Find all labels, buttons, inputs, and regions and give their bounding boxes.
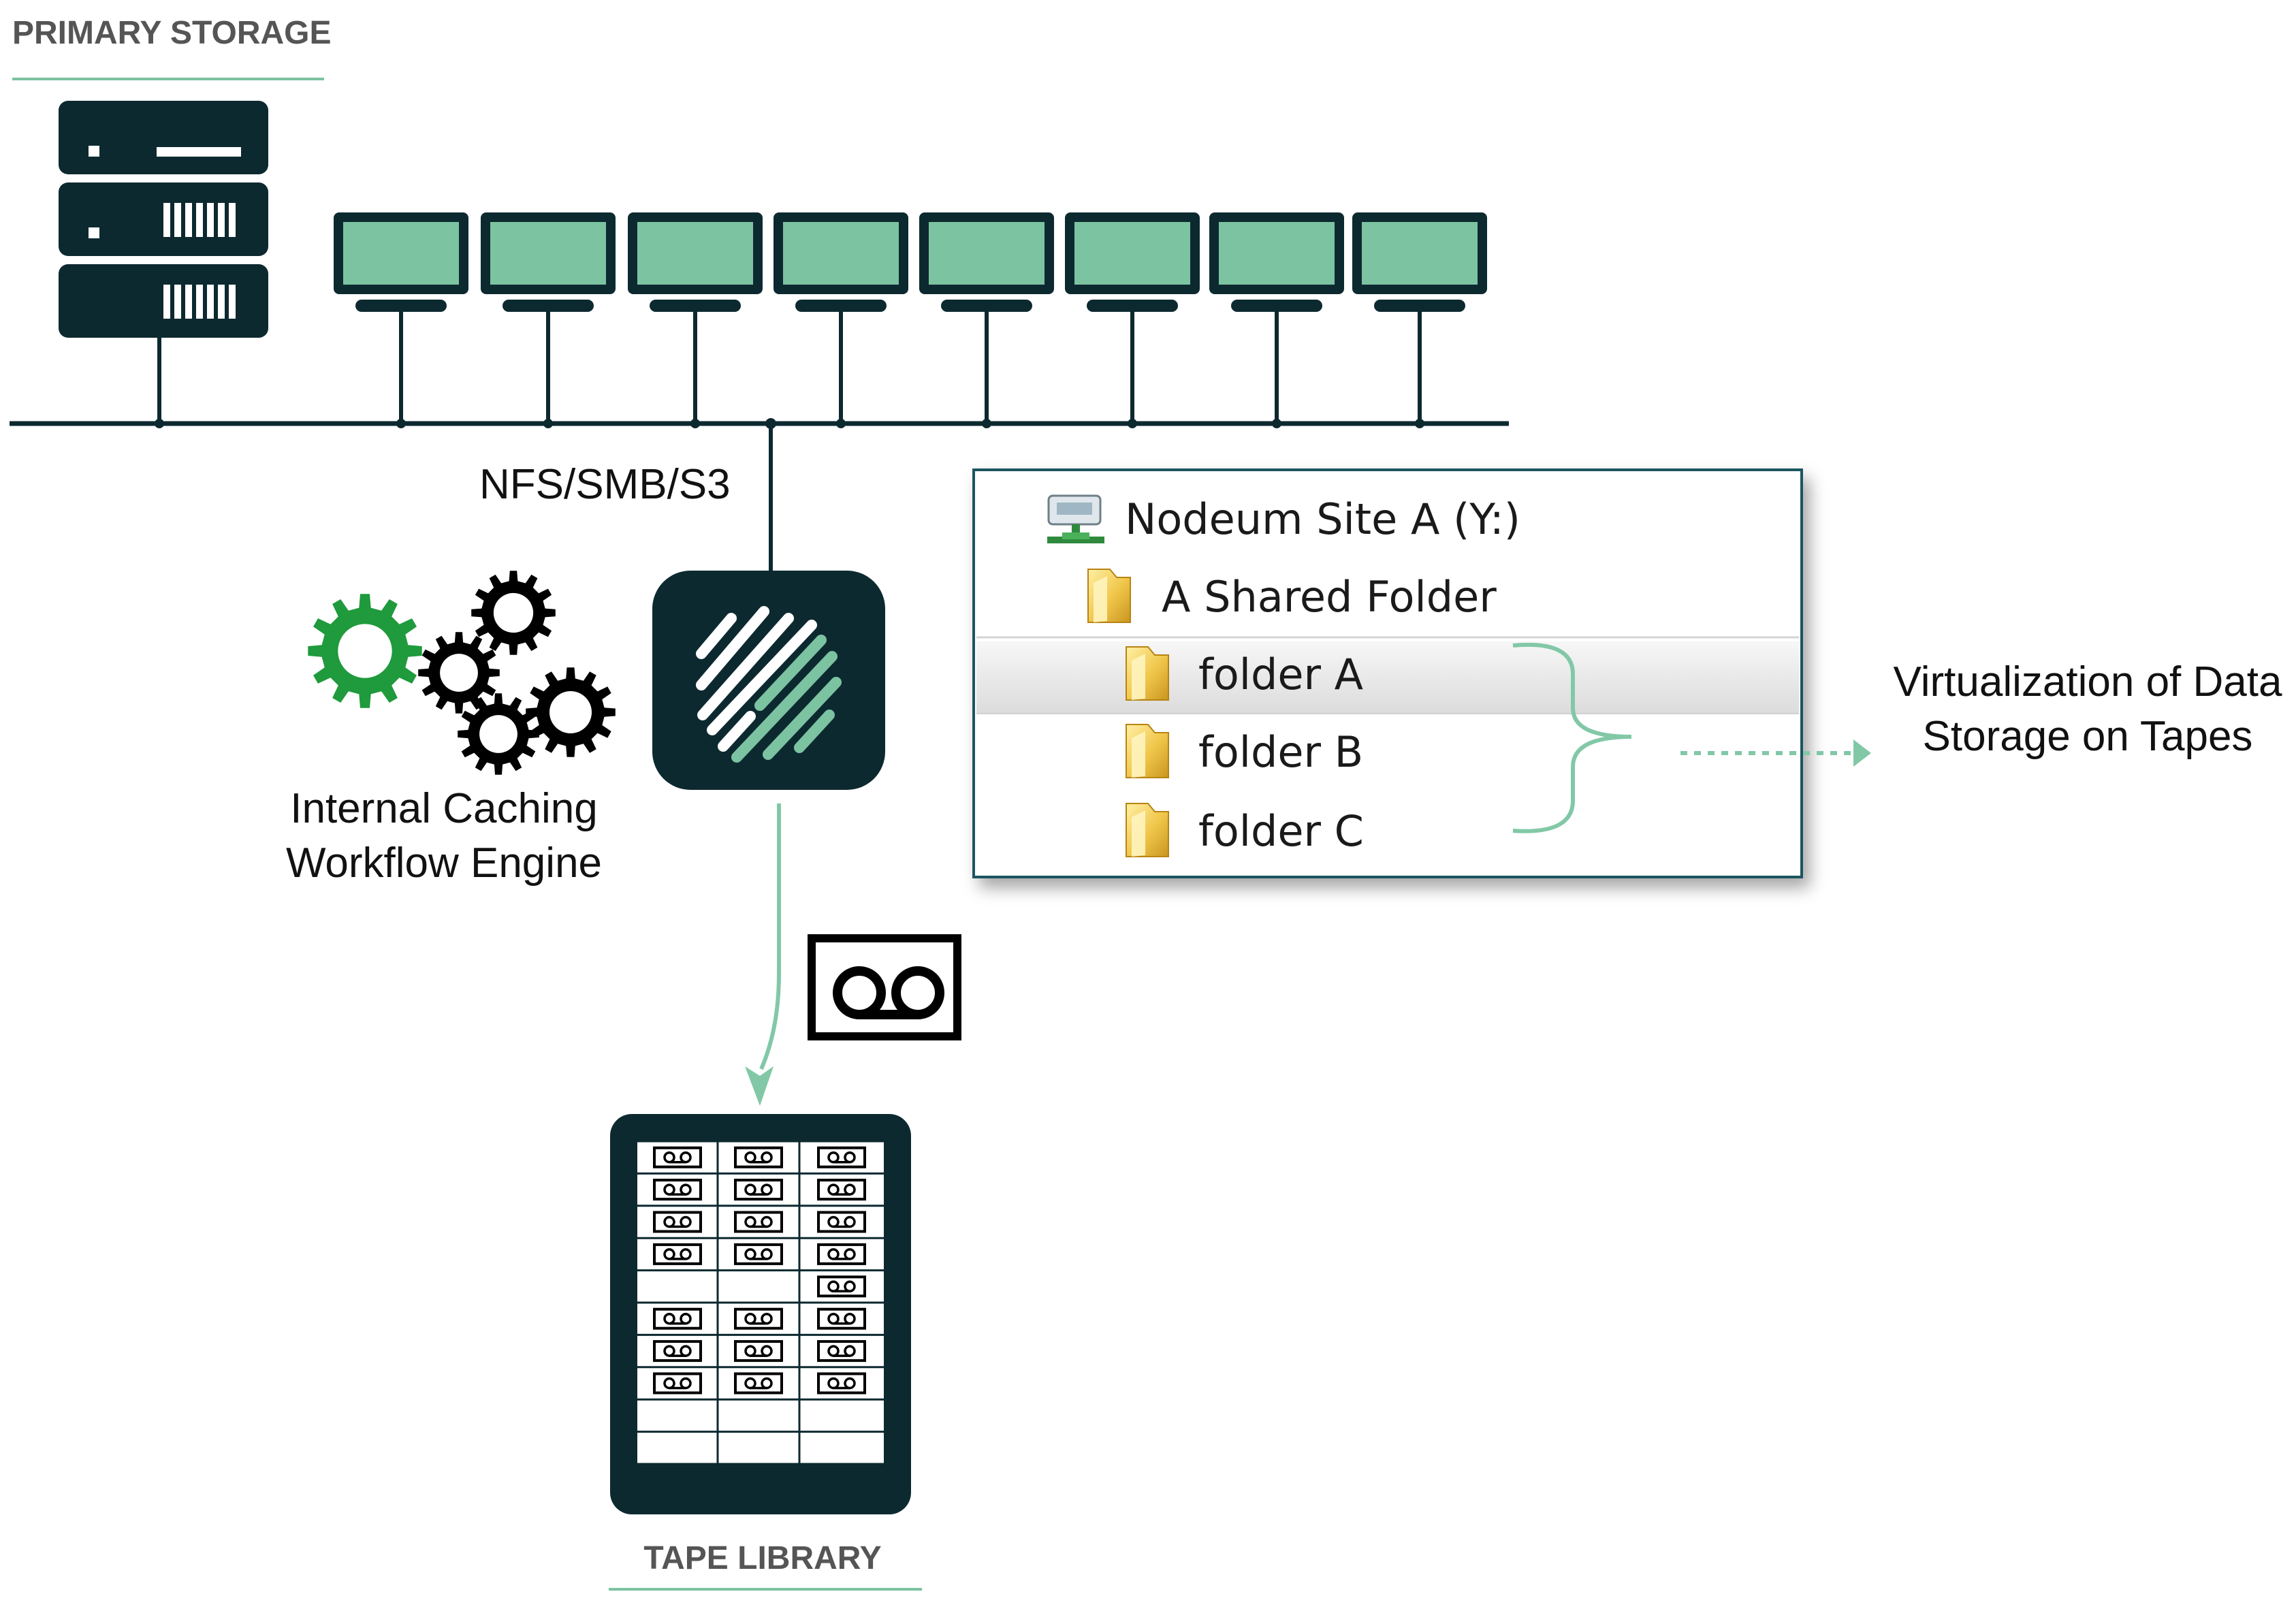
selected-row-highlight (976, 641, 1799, 714)
gear-icon (458, 693, 539, 775)
tape-cartridge-icon (817, 1275, 866, 1298)
protocol-label: NFS/SMB/S3 (479, 461, 731, 508)
tape-cartridge-icon (817, 1307, 866, 1330)
tape-cartridge-icon (653, 1146, 702, 1168)
tape-cartridge-icon (734, 1243, 783, 1265)
virtualization-label-line2: Storage on Tapes (1923, 713, 2253, 760)
tape-library-label: TAPE LIBRARY (643, 1540, 881, 1576)
network-drive-icon (1047, 494, 1104, 543)
monitor-icon (1065, 212, 1200, 428)
tape-cartridge-icon (653, 1243, 702, 1265)
gear-icon (418, 632, 500, 714)
tape-library-icon (610, 1114, 911, 1514)
bus-junction (765, 418, 776, 429)
monitor-icon (481, 212, 616, 428)
tape-cartridge-icon (817, 1211, 866, 1233)
gear-icon (526, 667, 616, 757)
gear-icon (471, 571, 556, 655)
tape-cartridge-icon (734, 1211, 783, 1233)
arrow-head (745, 1066, 774, 1106)
tape-cartridge-icon (653, 1307, 702, 1330)
nodeum-logo-icon (652, 571, 885, 790)
folder-a-label[interactable]: folder A (1198, 650, 1363, 699)
tape-cartridge-icon (817, 1179, 866, 1201)
nodeum-to-tape-arrow (759, 803, 781, 1070)
folder-icon (1126, 646, 1169, 701)
virtualization-label-line1: Virtualization of Data (1894, 658, 2282, 705)
tape-cartridge-icon (734, 1179, 783, 1201)
tape-cartridge-icon (653, 1340, 702, 1363)
folder-b-label[interactable]: folder B (1198, 727, 1363, 777)
tape-cartridge-icon (817, 1340, 866, 1363)
folder-c-label[interactable]: folder C (1198, 806, 1364, 856)
engine-label-line1: Internal Caching (290, 785, 598, 832)
shared-folder-label[interactable]: A Shared Folder (1162, 572, 1497, 622)
tape-cartridge-icon (817, 1243, 866, 1265)
monitor-icon (774, 212, 908, 428)
bus-junction (155, 419, 164, 428)
workstation-monitors (334, 212, 1487, 428)
gear-icon (308, 594, 422, 708)
tape-cartridge-icon (653, 1211, 702, 1233)
monitor-icon (1352, 212, 1487, 428)
folder-group-brace (1512, 642, 1632, 833)
arrow-head (1853, 739, 1871, 767)
tape-cassette-icon (808, 934, 961, 1040)
monitor-icon (628, 212, 763, 428)
primary-storage-label: PRIMARY STORAGE (12, 15, 332, 51)
engine-label-line2: Workflow Engine (286, 840, 602, 887)
drive-label[interactable]: Nodeum Site A (Y:) (1125, 494, 1520, 544)
server-rack-icon (59, 101, 268, 424)
tape-cartridge-icon (734, 1146, 783, 1168)
tape-cartridge-icon (653, 1372, 702, 1395)
monitor-icon (919, 212, 1054, 428)
tape-cartridge-icon (817, 1146, 866, 1168)
explorer-panel: Nodeum Site A (Y:) A Shared Folder folde… (972, 468, 1803, 878)
folder-icon (1126, 803, 1169, 857)
tape-cartridge-icon (734, 1340, 783, 1363)
tape-cartridge-icon (734, 1307, 783, 1330)
monitor-icon (1209, 212, 1344, 428)
folder-icon (1126, 724, 1169, 778)
tape-cartridge-icon (734, 1372, 783, 1395)
folder-icon (1087, 569, 1131, 623)
tape-cartridge-icon (653, 1179, 702, 1201)
gear-icon-cluster (308, 571, 616, 775)
monitor-icon (334, 212, 468, 428)
tape-cartridge-icon (817, 1372, 866, 1395)
